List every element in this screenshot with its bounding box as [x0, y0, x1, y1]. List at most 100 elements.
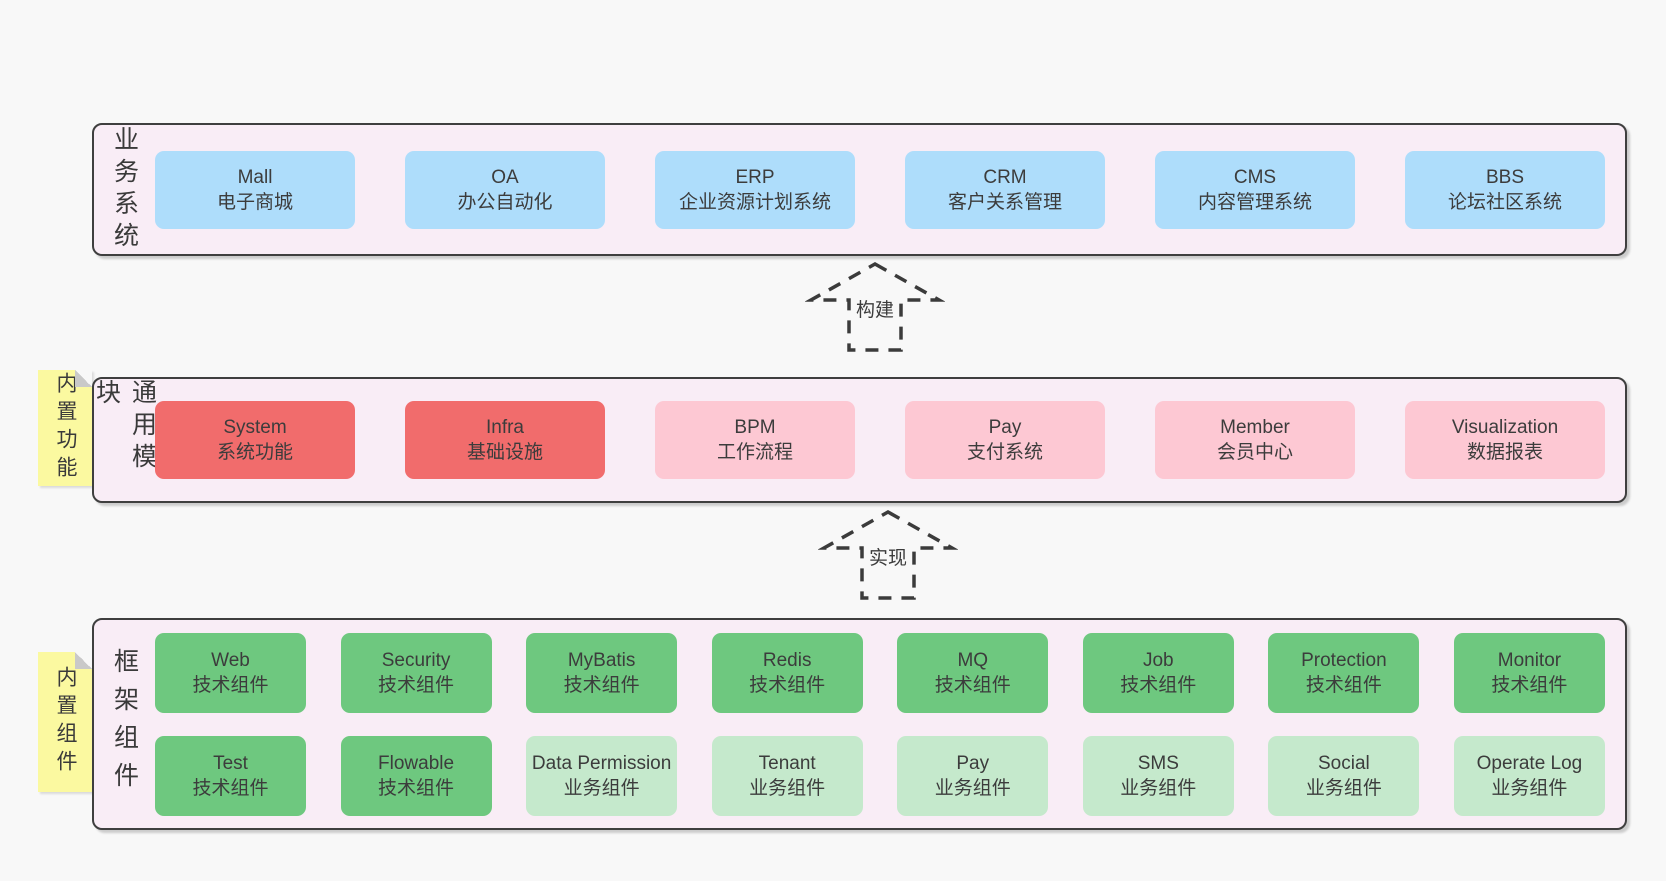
box-title: CMS — [1233, 166, 1277, 188]
box-sms: SMS 业务组件 — [1082, 735, 1234, 816]
arrow-up-implement: 实现 — [818, 508, 958, 602]
box-erp: ERP 企业资源计划系统 — [655, 150, 855, 229]
box-job: Job 技术组件 — [1082, 632, 1234, 713]
arrow-build-label: 构建 — [852, 294, 898, 323]
box-subtitle: 技术组件 — [378, 674, 455, 696]
box-bpm: BPM 工作流程 — [655, 401, 855, 479]
box-test: Test 技术组件 — [155, 735, 306, 816]
box-subtitle: 企业资源计划系统 — [678, 191, 831, 213]
dashed-up-arrow-icon — [805, 261, 945, 352]
box-title: Test — [213, 752, 248, 774]
box-title: Job — [1142, 649, 1174, 671]
box-subtitle: 会员中心 — [1216, 442, 1293, 463]
arrow-implement-label: 实现 — [865, 542, 911, 571]
box-title: Data Permission — [531, 752, 672, 774]
box-subtitle: 客户关系管理 — [947, 191, 1062, 213]
box-visualization: Visualization 数据报表 — [1405, 401, 1605, 479]
layer-business-systems: 业务系统 Mall 电子商城 OA 办公自动化 ERP 企业资源计划系统 CRM… — [92, 123, 1627, 256]
box-crm: CRM 客户关系管理 — [905, 150, 1105, 229]
box-title: Redis — [762, 649, 812, 671]
box-title: MQ — [957, 649, 989, 671]
tag-built-in-components: 内置组件 — [38, 652, 92, 792]
box-subtitle: 技术组件 — [192, 777, 269, 799]
box-subtitle: 办公自动化 — [457, 191, 553, 213]
box-protection: Protection 技术组件 — [1268, 632, 1420, 713]
box-pay-module: Pay 支付系统 — [905, 401, 1105, 479]
layer-framework-components: 框架组件 Web 技术组件 Security 技术组件 MyBatis 技术组件… — [92, 618, 1627, 830]
box-title: Visualization — [1451, 417, 1559, 438]
box-title: Mall — [237, 166, 273, 188]
box-mybatis: MyBatis 技术组件 — [526, 632, 678, 713]
box-subtitle: 技术组件 — [378, 777, 455, 799]
box-title: OA — [491, 166, 519, 188]
box-title: Social — [1318, 752, 1370, 774]
box-web: Web 技术组件 — [155, 632, 306, 713]
box-subtitle: 业务组件 — [1120, 777, 1197, 799]
folded-corner — [75, 652, 92, 669]
box-title: Member — [1220, 417, 1290, 438]
box-subtitle: 论坛社区系统 — [1447, 191, 1562, 213]
layer-label-components: 框架组件 — [110, 648, 139, 800]
box-operate-log: Operate Log 业务组件 — [1453, 735, 1605, 816]
box-subtitle: 支付系统 — [966, 442, 1043, 463]
layer-common-modules: 通用模块 System 系统功能 Infra 基础设施 BPM 工作流程 Pay… — [92, 377, 1627, 503]
box-system: System 系统功能 — [155, 401, 355, 479]
box-subtitle: 系统功能 — [216, 442, 293, 463]
box-subtitle: 技术组件 — [1491, 674, 1568, 696]
box-subtitle: 基础设施 — [466, 442, 543, 463]
box-subtitle: 技术组件 — [563, 674, 640, 696]
box-subtitle: 技术组件 — [1120, 674, 1197, 696]
box-subtitle: 业务组件 — [749, 777, 826, 799]
box-oa: OA 办公自动化 — [405, 150, 605, 229]
box-pay-business: Pay 业务组件 — [897, 735, 1049, 816]
box-tenant: Tenant 业务组件 — [711, 735, 863, 816]
box-title: BPM — [734, 417, 776, 438]
box-monitor: Monitor 技术组件 — [1453, 632, 1605, 713]
dashed-up-arrow-icon — [818, 509, 958, 600]
box-cms: CMS 内容管理系统 — [1155, 150, 1355, 229]
box-infra: Infra 基础设施 — [405, 401, 605, 479]
box-bbs: BBS 论坛社区系统 — [1405, 150, 1605, 229]
components-box-row-2: Test 技术组件 Flowable 技术组件 Data Permission … — [155, 735, 1605, 816]
box-mall: Mall 电子商城 — [155, 150, 355, 229]
box-title: Tenant — [758, 752, 816, 774]
box-title: Infra — [485, 417, 525, 438]
box-subtitle: 业务组件 — [563, 777, 640, 799]
box-subtitle: 技术组件 — [192, 674, 269, 696]
components-box-row-1: Web 技术组件 Security 技术组件 MyBatis 技术组件 Redi… — [155, 632, 1605, 713]
box-title: Security — [381, 649, 451, 671]
box-subtitle: 内容管理系统 — [1197, 191, 1312, 213]
box-title: Protection — [1301, 649, 1387, 671]
box-mq: MQ 技术组件 — [897, 632, 1049, 713]
box-title: BBS — [1485, 166, 1525, 188]
box-title: Monitor — [1497, 649, 1562, 671]
tag-label: 内置组件 — [54, 666, 77, 778]
folded-corner — [75, 370, 92, 387]
modules-box-row: System 系统功能 Infra 基础设施 BPM 工作流程 Pay 支付系统… — [155, 401, 1605, 479]
box-title: Pay — [988, 417, 1022, 438]
box-subtitle: 工作流程 — [716, 442, 793, 463]
box-title: Pay — [956, 752, 990, 774]
box-subtitle: 技术组件 — [1305, 674, 1382, 696]
box-title: Flowable — [378, 752, 455, 774]
tag-built-in-features: 内置功能 — [38, 370, 92, 486]
box-title: Operate Log — [1476, 752, 1583, 774]
box-title: System — [223, 417, 287, 438]
layer-label-modules: 通用模块 — [92, 379, 157, 475]
box-data-permission: Data Permission 业务组件 — [526, 735, 678, 816]
box-title: Web — [211, 649, 250, 671]
tag-label: 内置功能 — [54, 372, 77, 484]
box-security: Security 技术组件 — [340, 632, 492, 713]
box-member: Member 会员中心 — [1155, 401, 1355, 479]
box-title: SMS — [1137, 752, 1179, 774]
box-title: MyBatis — [567, 649, 636, 671]
box-subtitle: 业务组件 — [1305, 777, 1382, 799]
box-title: CRM — [983, 166, 1027, 188]
layer-label-business: 业务系统 — [110, 125, 139, 254]
box-subtitle: 数据报表 — [1466, 442, 1543, 463]
box-subtitle: 业务组件 — [934, 777, 1011, 799]
box-subtitle: 电子商城 — [216, 191, 293, 213]
box-title: ERP — [735, 166, 775, 188]
box-subtitle: 业务组件 — [1491, 777, 1568, 799]
